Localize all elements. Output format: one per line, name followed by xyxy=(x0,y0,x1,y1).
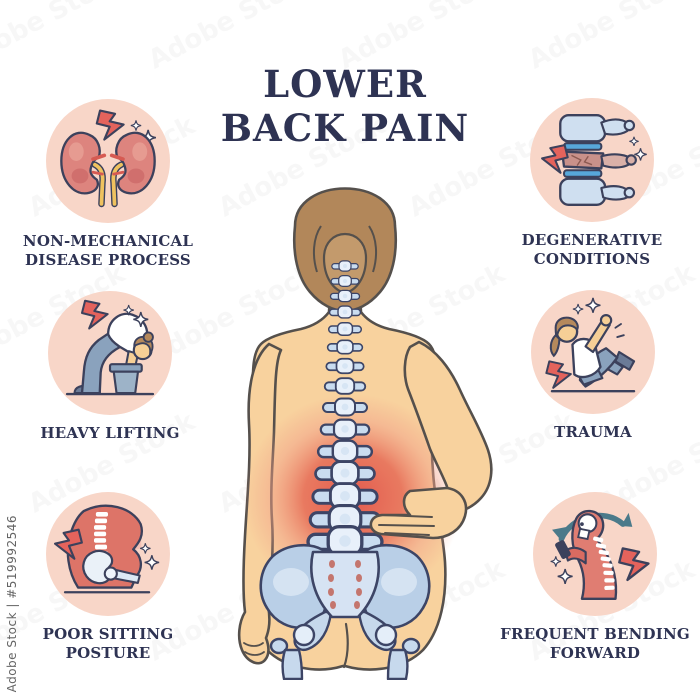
cause-poor-sitting-posture: POOR SITTING POSTURE xyxy=(8,492,208,663)
icon-circle xyxy=(46,492,170,616)
bent-neck-phone-icon xyxy=(550,509,650,600)
cause-label: NON-MECHANICAL DISEASE PROCESS xyxy=(22,232,194,269)
icon-circle xyxy=(530,98,654,222)
watermark-tile: Adobe Stock xyxy=(0,0,130,76)
icon-circle xyxy=(533,492,657,616)
cause-frequent-bending-forward: FREQUENT BENDING FORWARD xyxy=(495,492,695,663)
watermark-tile: Adobe Stock xyxy=(523,0,700,76)
person-lifting-box-icon xyxy=(65,299,155,396)
damaged-vertebrae-icon xyxy=(541,114,648,206)
cause-degenerative-conditions: DEGENERATIVE CONDITIONS xyxy=(492,98,692,269)
hip-spine-sitting-icon xyxy=(53,504,160,594)
cause-heavy-lifting: HEAVY LIFTING xyxy=(10,291,210,443)
cause-label: DEGENERATIVE CONDITIONS xyxy=(521,231,663,268)
cause-trauma: TRAUMA xyxy=(493,290,693,442)
back-view-figure xyxy=(237,187,493,680)
icon-circle xyxy=(48,291,172,415)
pelvis xyxy=(259,543,431,680)
cause-label: HEAVY LIFTING xyxy=(40,424,180,442)
icon-circle xyxy=(46,99,170,223)
cause-label: POOR SITTING POSTURE xyxy=(42,625,174,662)
kidneys-icon xyxy=(52,109,164,217)
icon-circle xyxy=(531,290,655,414)
page-title: LOWER BACK PAIN xyxy=(155,62,535,151)
title-line-1: LOWER xyxy=(263,62,427,106)
cause-label: TRAUMA xyxy=(554,423,632,441)
cause-label: FREQUENT BENDING FORWARD xyxy=(500,625,690,662)
cause-non-mechanical: NON-MECHANICAL DISEASE PROCESS xyxy=(8,99,208,270)
person-falling-icon xyxy=(545,297,636,393)
right-arm-on-hip xyxy=(369,340,493,540)
title-line-2: BACK PAIN xyxy=(220,106,470,151)
